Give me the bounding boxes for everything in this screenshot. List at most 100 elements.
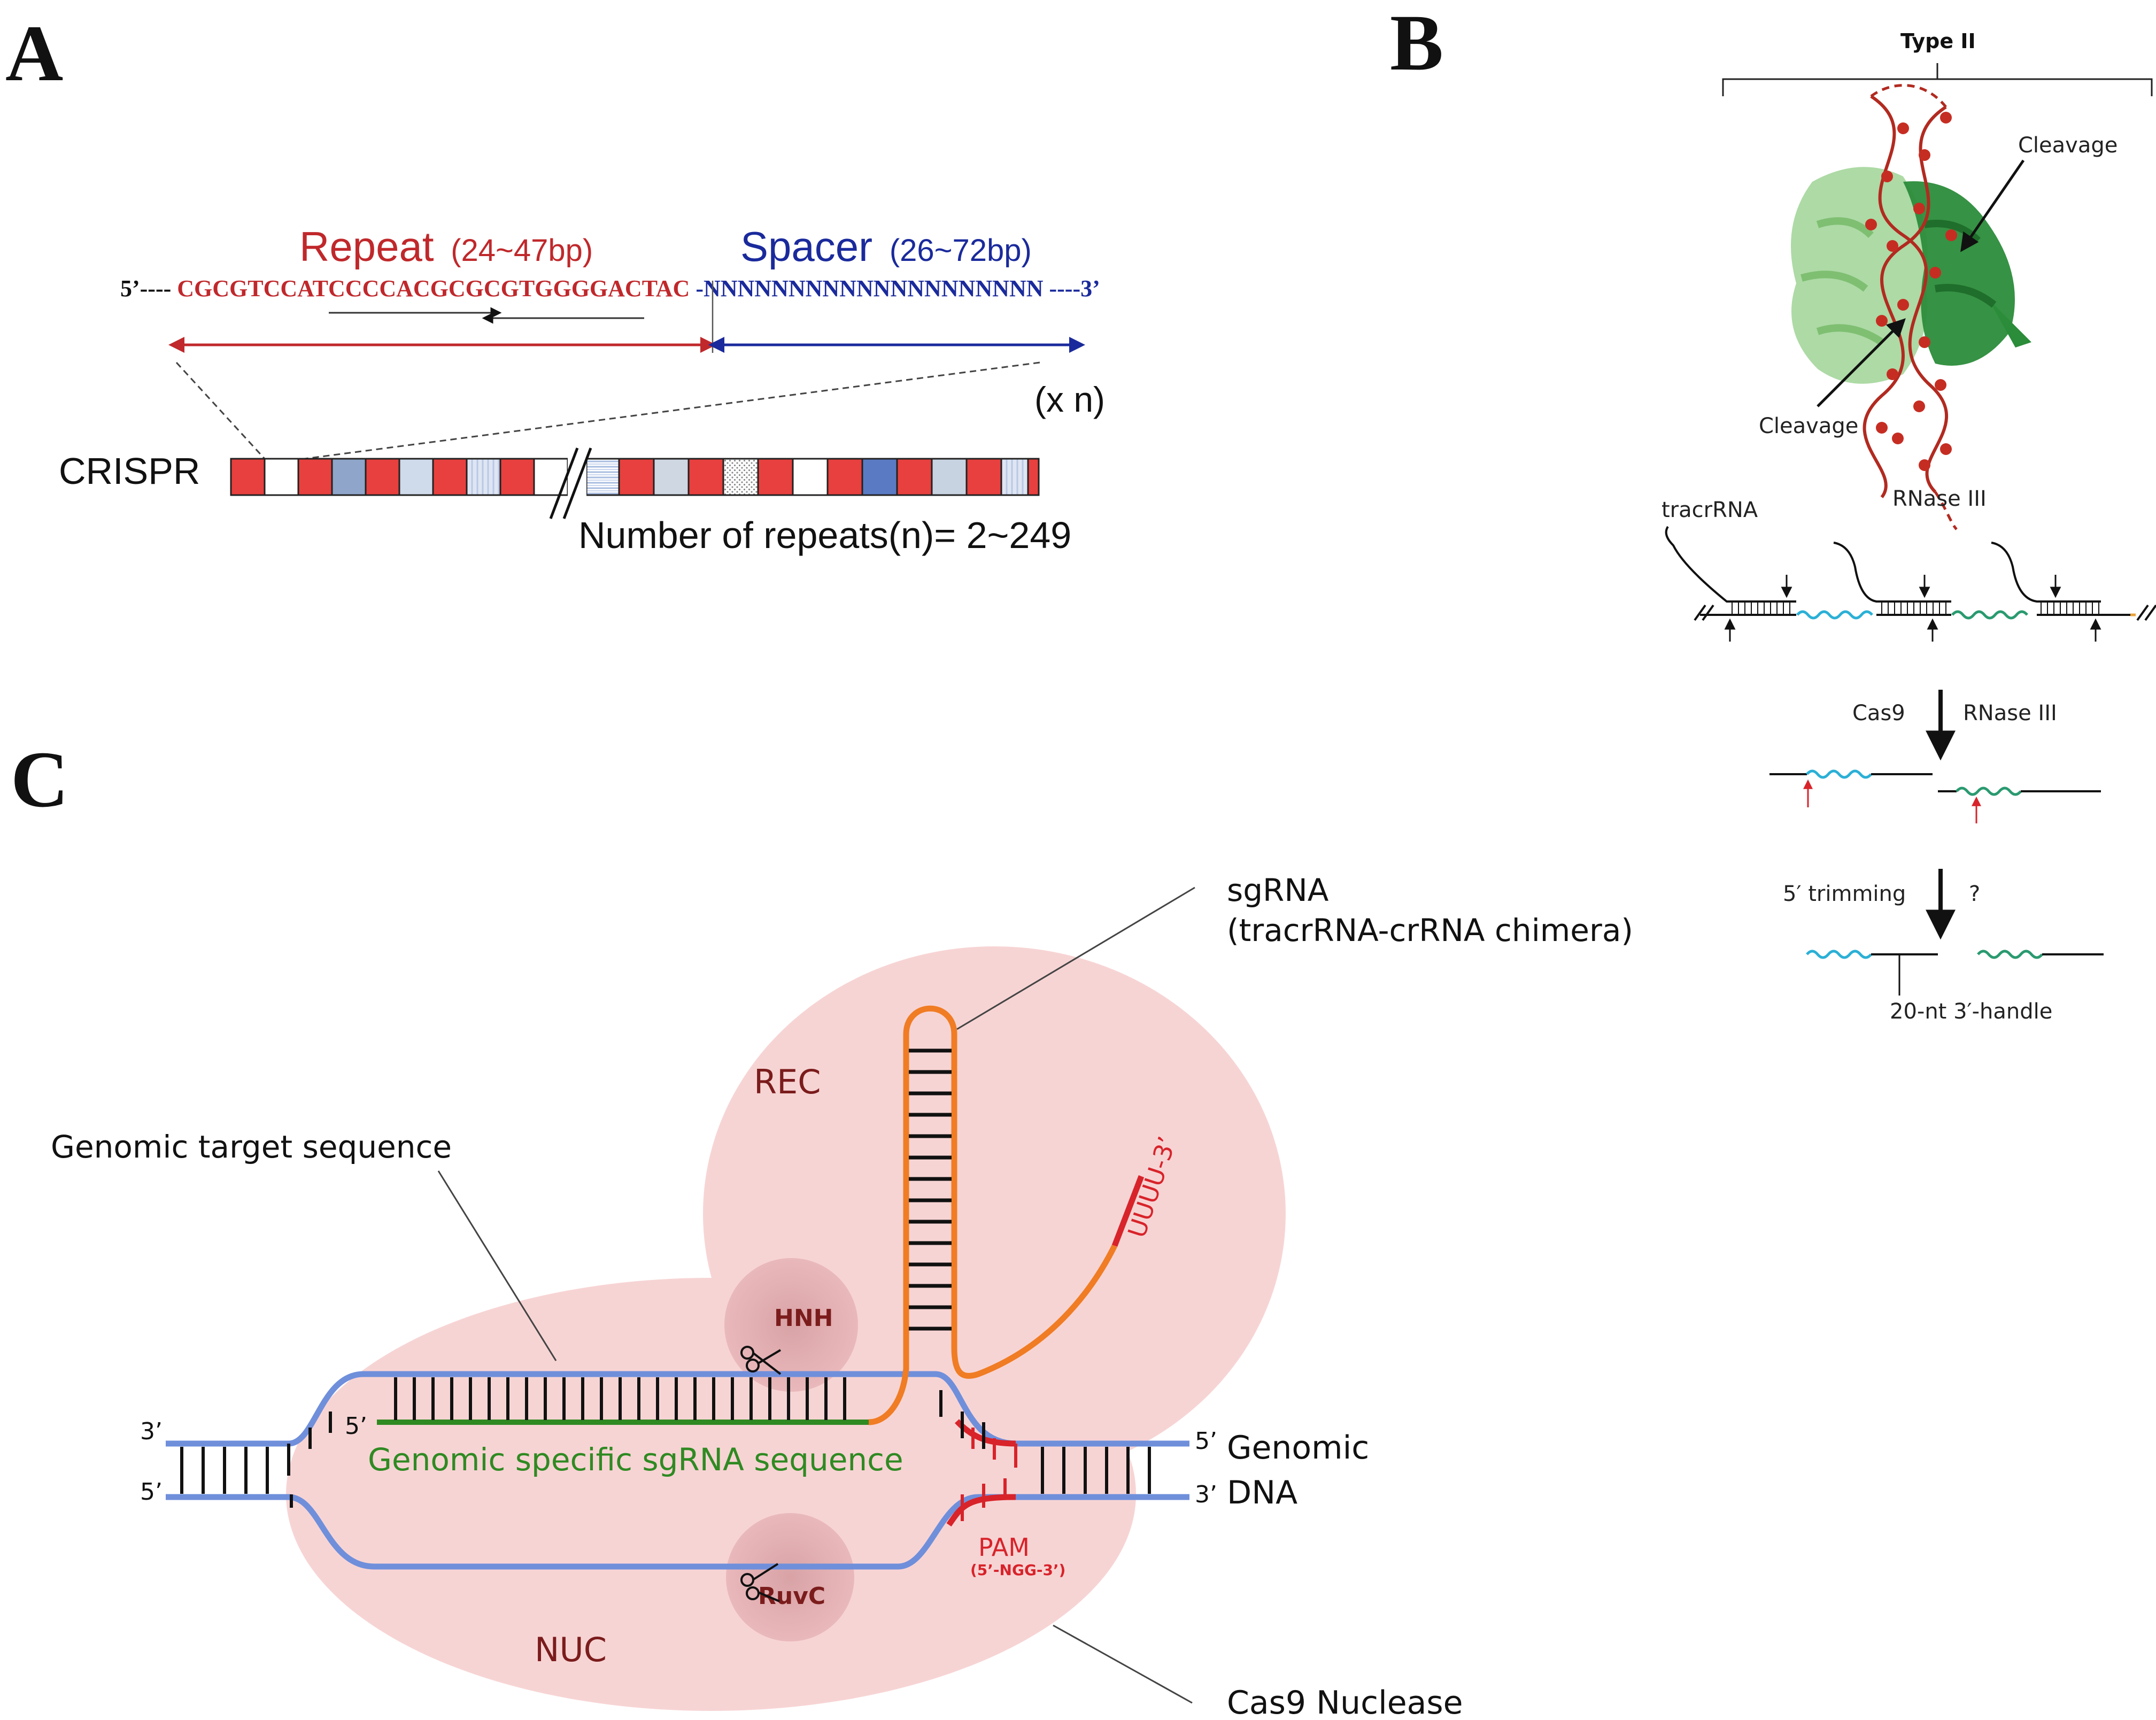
type-ii-bracket — [1722, 78, 2153, 96]
hnh-label: HNH — [774, 1305, 833, 1332]
ruvc-domain — [726, 1513, 854, 1641]
panel-a: A Repeat (24~47bp) Spacer (26~72bp) 5’--… — [5, 9, 1105, 556]
cleavage-top-label: Cleavage — [2018, 133, 2118, 158]
handle-label: 20-nt 3′-handle — [1890, 999, 2052, 1024]
cleavage-bottom-label: Cleavage — [1759, 414, 1858, 438]
three-prime-end: ----3’ — [1049, 275, 1100, 302]
pam-sequence: (5’-NGG-3’) — [970, 1561, 1065, 1579]
spacer-title-word: Spacer — [740, 223, 872, 270]
right-three-prime: 3’ — [1195, 1481, 1217, 1508]
array-block — [1000, 458, 1029, 496]
trimming-step-label: 5′ trimming — [1783, 882, 1906, 906]
target-leader — [437, 1170, 557, 1361]
repeat-title: Repeat (24~47bp) — [299, 223, 593, 270]
sgrna-scaffold — [868, 1005, 1117, 1425]
processed-crrna — [1769, 769, 2101, 823]
trimming-question-mark: ? — [1969, 882, 1980, 906]
spacer-sequence: -NNNNNNNNNNNNNNNNNNNN — [696, 275, 1043, 302]
cut-site-arrows — [1724, 575, 2101, 642]
ruvc-scissors-icon — [740, 1563, 780, 1602]
array-block — [931, 458, 968, 496]
pam-bottom-segment — [946, 1494, 1016, 1527]
array-block — [653, 458, 690, 496]
array-block — [792, 458, 829, 496]
array-block — [331, 458, 367, 496]
right-five-prime: 5’ — [1195, 1428, 1217, 1455]
left-three-prime: 3’ — [140, 1418, 163, 1445]
right-duplex-rungs — [939, 1390, 1151, 1494]
array-block — [466, 458, 501, 496]
array-block — [585, 458, 620, 496]
hnh-scissors-icon — [740, 1346, 782, 1375]
sequence-line: 5’---- CGCGTCCATCCCCACGCGCGTGGGGACTAC -N… — [120, 275, 1100, 302]
array-block — [896, 458, 933, 496]
array-break-mark — [549, 448, 592, 519]
array-block — [687, 458, 724, 496]
array-block — [398, 458, 434, 496]
repeat-count-label: Number of repeats(n)= 2~249 — [578, 514, 1071, 556]
panel-b-letter: B — [1390, 0, 1443, 87]
type-ii-label: Type II — [1900, 29, 1976, 53]
spacer-title: Spacer (26~72bp) — [740, 223, 1032, 270]
zoom-line-left — [175, 361, 266, 460]
array-block — [965, 458, 1002, 496]
stem-loop-rungs — [909, 1048, 952, 1331]
genomic-label: Genomic — [1227, 1429, 1369, 1467]
five-prime-end: 5’---- — [120, 275, 171, 302]
crispr-label: CRISPR — [59, 450, 200, 492]
panel-b: B Type II — [1390, 0, 2156, 1024]
guide-five-prime: 5’ — [345, 1413, 367, 1440]
panel-c-letter: C — [11, 735, 68, 824]
rnase-iii-step-label: RNase III — [1963, 701, 2057, 726]
target-label: Genomic target sequence — [51, 1129, 452, 1165]
dna-label: DNA — [1227, 1474, 1297, 1511]
cleavage-top-arrow — [1960, 159, 2025, 252]
rnase-iii-structure-label: RNase III — [1892, 487, 1987, 511]
panel-c: C sgRNA (tracrRNA-crRNA chimera) REC Gen… — [11, 735, 1633, 1720]
sgrna-title: sgRNA — [1227, 872, 1329, 908]
rec-label: REC — [754, 1062, 821, 1101]
array-block — [618, 458, 655, 496]
repeat-range: (24~47bp) — [451, 233, 593, 268]
crispr-array — [230, 458, 1040, 496]
multiplier-label: (x n) — [1034, 380, 1105, 419]
cas9-rnase-structure — [1791, 84, 2031, 530]
repeat-title-word: Repeat — [299, 223, 434, 270]
zoom-line-right — [304, 361, 1040, 460]
array-block — [1027, 458, 1040, 496]
array-block — [297, 458, 333, 496]
array-block — [861, 458, 898, 496]
left-five-prime: 5’ — [140, 1478, 163, 1506]
cas9-nuclease-label: Cas9 Nuclease — [1227, 1684, 1463, 1720]
guide-target-pairs — [394, 1377, 846, 1420]
pam-rungs — [961, 1428, 1017, 1521]
cleavage-bottom-arrow — [1817, 318, 1906, 407]
cas9-leader — [1053, 1624, 1193, 1704]
array-block — [432, 458, 468, 496]
nuc-label: NUC — [535, 1630, 607, 1669]
sgrna-subtitle: (tracrRNA-crRNA chimera) — [1227, 912, 1633, 948]
spacer-range: (26~72bp) — [890, 233, 1032, 268]
spacer-rna-green — [1951, 610, 2028, 620]
array-block — [499, 458, 535, 496]
hnh-domain — [724, 1258, 858, 1392]
rec-lobe — [703, 946, 1286, 1481]
mature-crrna — [1806, 950, 2104, 996]
array-block — [757, 458, 794, 496]
uuuu-tail — [1111, 1175, 1145, 1247]
cas9-step-label: Cas9 — [1852, 701, 1905, 726]
left-duplex-rungs — [180, 1412, 332, 1508]
array-block — [365, 458, 400, 496]
dna-bottom-strand — [166, 1494, 1189, 1570]
tracrrna-label: tracrRNA — [1662, 498, 1758, 522]
dna-top-strand — [166, 1371, 1189, 1447]
repeat-sequence: CGCGTCCATCCCCACGCGCGTGGGGACTAC — [177, 275, 690, 302]
pre-crrna-duplex — [1665, 526, 2156, 621]
array-block — [722, 458, 759, 496]
array-block — [264, 458, 299, 496]
pam-label: PAM — [978, 1533, 1030, 1562]
spacer-rna-cyan — [1796, 610, 1873, 620]
array-block — [826, 458, 863, 496]
array-block — [230, 458, 266, 496]
sgrna-leader — [956, 886, 1195, 1030]
